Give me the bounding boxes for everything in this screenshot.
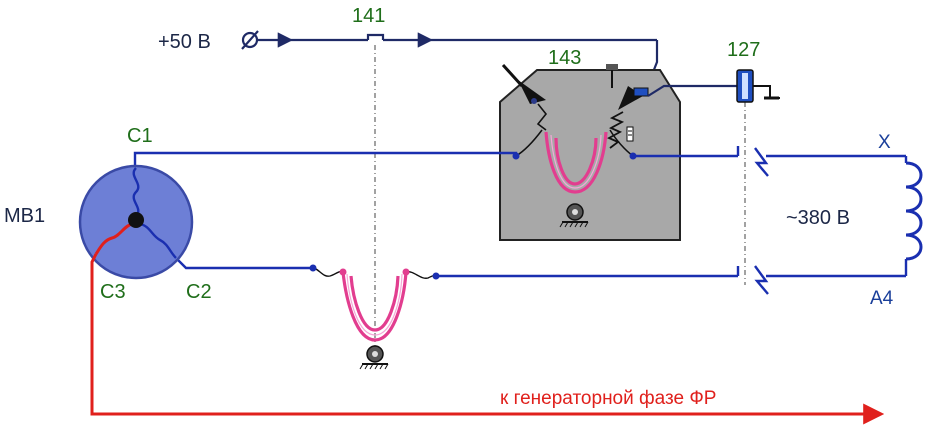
relay-143 bbox=[499, 63, 681, 241]
right-armature bbox=[606, 64, 649, 149]
relay-143-label: 143 bbox=[548, 47, 581, 69]
left-armature bbox=[501, 63, 548, 131]
transformer-winding bbox=[904, 156, 923, 276]
device-127 bbox=[647, 69, 780, 103]
motor-neutral bbox=[128, 212, 144, 228]
wire-c1 bbox=[133, 151, 518, 168]
phase-c1-label: С1 bbox=[127, 125, 153, 147]
motor-label: МВ1 bbox=[4, 205, 45, 227]
contact-141-label: 141 bbox=[352, 5, 385, 27]
device-127-label: 127 bbox=[727, 39, 760, 61]
contact-141 bbox=[366, 33, 385, 40]
wire-c2 bbox=[175, 257, 310, 270]
phase-c2-label: С2 bbox=[186, 281, 212, 303]
lower-pivot-icon bbox=[359, 345, 389, 370]
voltage-label: ~380 В bbox=[786, 207, 850, 229]
generator-note: к генераторной фазе ФР bbox=[500, 388, 716, 409]
supply-label: +50 В bbox=[158, 31, 211, 53]
supply-terminal-slash bbox=[241, 30, 259, 50]
motor-mb1 bbox=[78, 164, 194, 280]
phase-c3-label: С3 bbox=[100, 281, 126, 303]
contact-127-lower bbox=[736, 265, 906, 295]
relay-143-coil bbox=[544, 131, 608, 194]
supply-line bbox=[241, 30, 659, 86]
wire-generator bbox=[90, 253, 885, 425]
terminal-x-label: Х bbox=[878, 132, 891, 153]
lower-coil bbox=[339, 268, 410, 370]
spring-icon bbox=[606, 111, 625, 149]
contact-127-upper bbox=[736, 146, 906, 177]
pivot-icon bbox=[559, 203, 589, 228]
transformer-label: А4 bbox=[870, 288, 894, 309]
